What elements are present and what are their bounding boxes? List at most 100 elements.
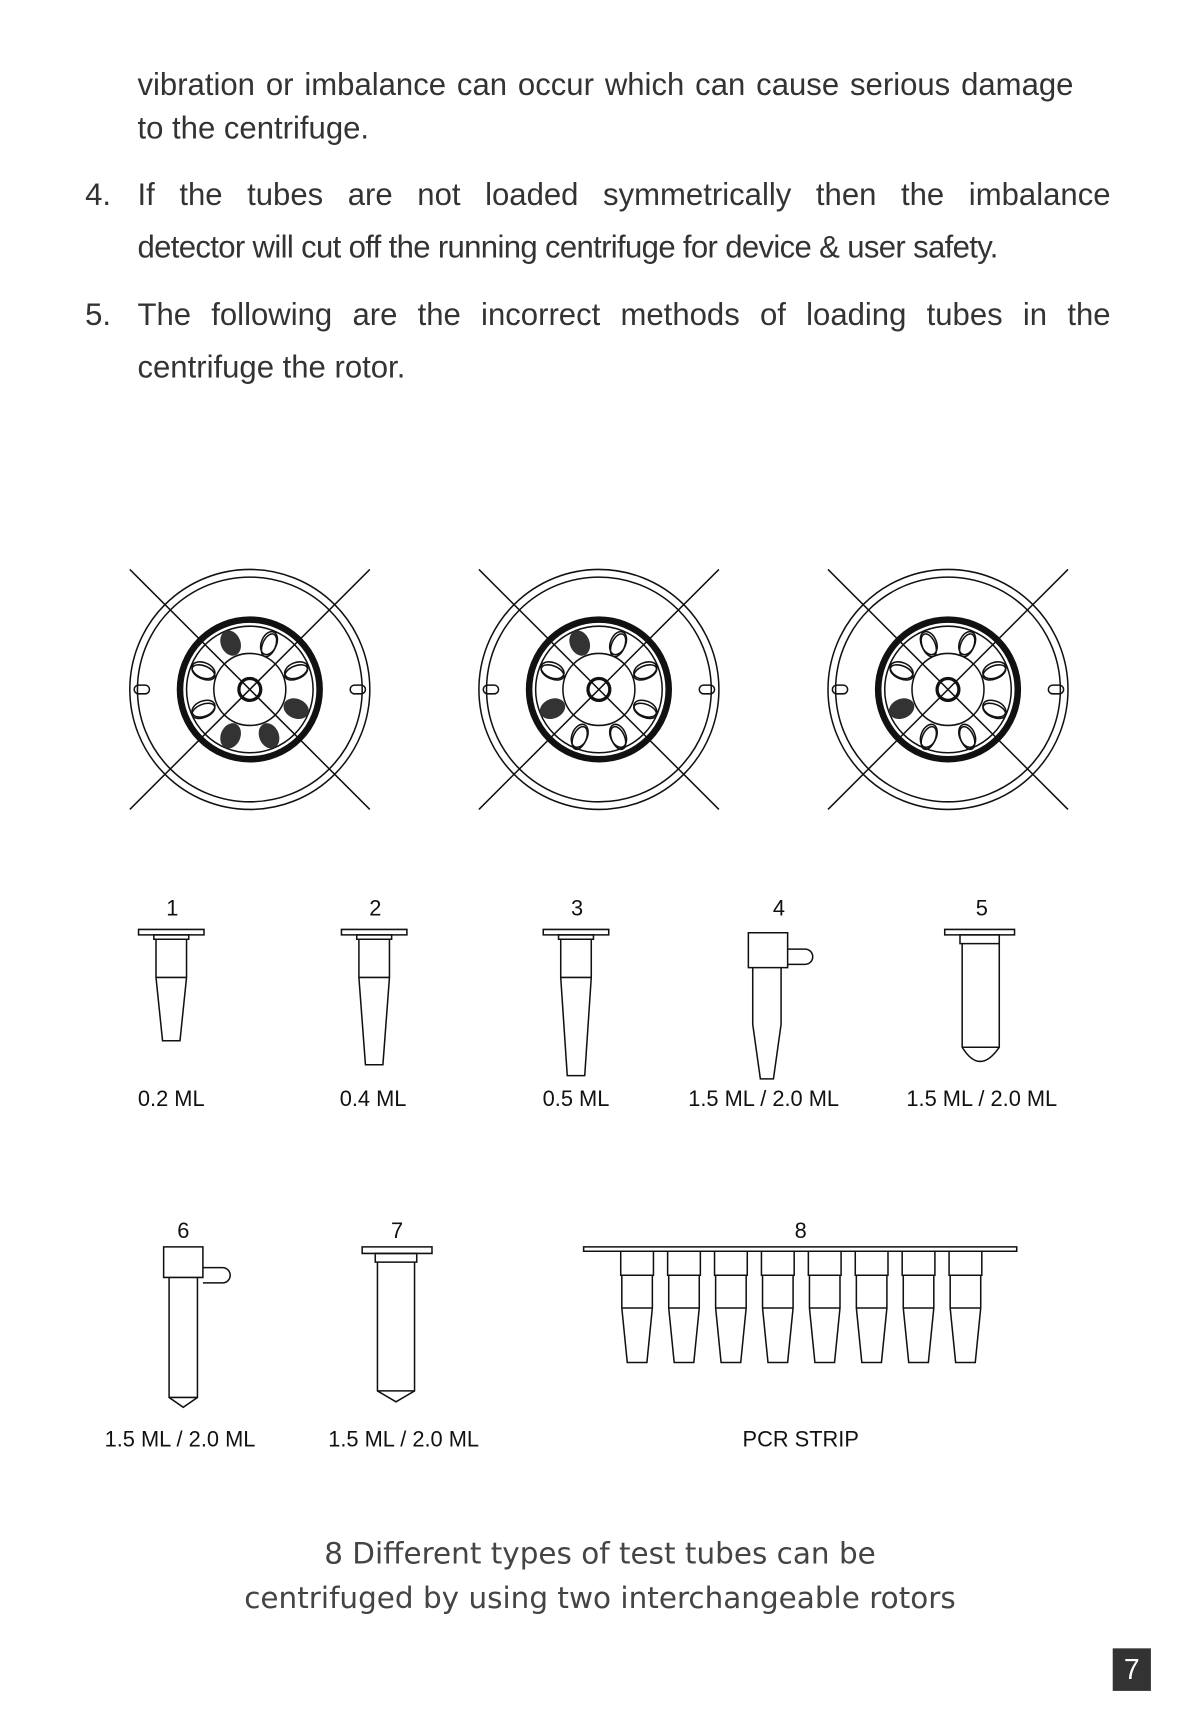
empty-tube-slot bbox=[958, 633, 976, 658]
latch-pin bbox=[831, 684, 849, 695]
empty-tube-slot bbox=[260, 633, 278, 658]
empty-tube-slot bbox=[982, 702, 1007, 720]
paragraph-line: to the centrifuge. bbox=[137, 111, 370, 147]
tube-label: PCR STRIP bbox=[742, 1427, 859, 1452]
tube-label: 0.4 ML bbox=[339, 1087, 407, 1112]
rotor-outer-ring bbox=[478, 568, 720, 811]
strip-tube-cap bbox=[854, 1251, 889, 1277]
latch-pin bbox=[133, 684, 151, 695]
rotor-outer-ring bbox=[485, 576, 713, 803]
empty-tube-slot bbox=[191, 664, 216, 681]
rotor-diagram bbox=[827, 568, 1069, 811]
filled-tube-slot bbox=[220, 630, 241, 656]
tube-number: 2 bbox=[369, 896, 382, 921]
empty-tube-slot bbox=[958, 725, 976, 751]
paragraph-line: vibration or imbalance can occur which c… bbox=[137, 67, 1074, 103]
latch-pin bbox=[482, 684, 500, 695]
strip-tube-cap bbox=[713, 1251, 749, 1277]
filled-tube-slot bbox=[569, 630, 591, 656]
cap-hinge bbox=[787, 948, 814, 966]
filled-tube-slot bbox=[888, 698, 915, 720]
filled-tube-slot bbox=[539, 698, 566, 720]
tube-body bbox=[358, 939, 391, 1066]
tube-cap bbox=[542, 928, 610, 936]
tube-label: 1.5 ML / 2.0 ML bbox=[688, 1087, 840, 1112]
empty-tube-slot bbox=[889, 664, 914, 681]
rotor-body bbox=[185, 625, 314, 754]
strip-tube-cap bbox=[619, 1251, 655, 1277]
tube-cap bbox=[340, 928, 408, 936]
tube-cap bbox=[747, 931, 789, 969]
strip-tube bbox=[902, 1275, 935, 1364]
empty-tube-slot bbox=[284, 664, 309, 681]
cross-out-line bbox=[129, 568, 371, 810]
page-number: 7 bbox=[1112, 1648, 1151, 1691]
rotor-body bbox=[883, 625, 1013, 754]
rotor-outer-ring bbox=[136, 576, 363, 803]
tube-body bbox=[961, 943, 1001, 1063]
tube-rim bbox=[153, 934, 190, 941]
rotor-nut bbox=[586, 676, 612, 702]
empty-tube-slot bbox=[982, 664, 1007, 681]
tube-cap bbox=[943, 928, 1016, 936]
rotor-hub bbox=[213, 652, 287, 727]
tube-label: 0.5 ML bbox=[542, 1087, 610, 1112]
tube-cap bbox=[361, 1246, 433, 1255]
tube-cap bbox=[162, 1246, 204, 1279]
cross-out-line bbox=[827, 568, 1069, 810]
strip-tube bbox=[949, 1275, 982, 1364]
strip-tube-cap bbox=[901, 1251, 936, 1277]
filled-tube-slot bbox=[258, 723, 280, 749]
empty-tube-slot bbox=[571, 725, 589, 751]
strip-tube bbox=[714, 1275, 747, 1364]
list-item-5-line1: The following are the incorrect methods … bbox=[137, 297, 1111, 333]
tube-number: 4 bbox=[772, 896, 785, 921]
tube-label: 1.5 ML / 2.0 ML bbox=[104, 1427, 256, 1452]
tube-thread bbox=[959, 934, 1001, 945]
tube-rim bbox=[557, 934, 595, 941]
tube-body bbox=[168, 1277, 199, 1409]
rotor-body bbox=[874, 616, 1022, 763]
tube-number: 1 bbox=[166, 896, 179, 921]
tube-rim bbox=[355, 934, 393, 941]
tube-number: 6 bbox=[177, 1219, 190, 1244]
rotor-nut bbox=[935, 676, 961, 702]
strip-tube bbox=[761, 1275, 794, 1364]
empty-tube-slot bbox=[633, 702, 658, 720]
tube-body bbox=[376, 1262, 416, 1403]
list-item-5-line2: centrifuge the rotor. bbox=[137, 350, 406, 386]
latch-pin bbox=[1047, 684, 1065, 695]
tube-number: 7 bbox=[391, 1219, 404, 1244]
list-number: 5. bbox=[85, 297, 112, 333]
tube-thread bbox=[374, 1252, 418, 1263]
rotor-hub bbox=[911, 652, 985, 727]
filled-tube-slot bbox=[220, 723, 241, 749]
tube-body bbox=[751, 967, 782, 1080]
empty-tube-slot bbox=[191, 702, 216, 720]
list-item-4-line1: If the tubes are not loaded symmetricall… bbox=[137, 177, 1111, 213]
strip-tube bbox=[808, 1275, 841, 1364]
tube-number: 5 bbox=[975, 896, 988, 921]
caption-line: centrifuged by using two interchangeable… bbox=[244, 1581, 956, 1616]
rotor-body bbox=[176, 616, 323, 763]
rotor-body bbox=[525, 616, 672, 763]
latch-pin bbox=[349, 684, 367, 695]
strip-tube-cap bbox=[666, 1251, 702, 1277]
tube-body bbox=[559, 939, 593, 1077]
rotor-diagram bbox=[478, 568, 720, 811]
strip-tube bbox=[621, 1275, 654, 1364]
rotor-outer-ring bbox=[129, 568, 371, 811]
empty-tube-slot bbox=[540, 664, 565, 681]
strip-tube-cap bbox=[948, 1251, 983, 1277]
tube-label: 1.5 ML / 2.0 ML bbox=[906, 1087, 1058, 1112]
tube-label: 1.5 ML / 2.0 ML bbox=[328, 1427, 480, 1452]
strip-tube-cap bbox=[760, 1251, 795, 1277]
tube-cap bbox=[137, 928, 205, 936]
caption-line: 8 Different types of test tubes can be bbox=[324, 1537, 876, 1571]
filled-tube-slot bbox=[283, 698, 309, 720]
list-item-4-line2: detector will cut off the running centri… bbox=[137, 230, 998, 266]
empty-tube-slot bbox=[633, 664, 658, 681]
cap-hinge bbox=[202, 1266, 231, 1284]
